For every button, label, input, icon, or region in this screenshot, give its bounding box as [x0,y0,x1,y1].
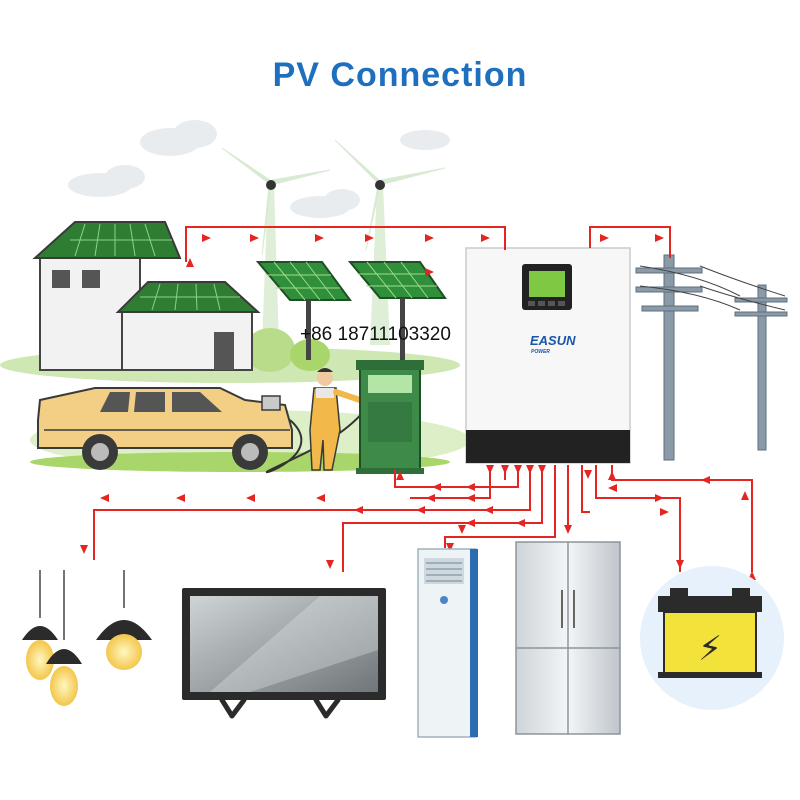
arrow-icon [446,543,454,552]
arrow-icon [466,519,475,527]
arrow-icon [608,484,617,492]
arrow-icon [432,483,441,491]
arrow-icon [250,234,259,242]
wire-lines [93,226,753,572]
charging-station-icon [356,360,424,474]
wind-turbine-icon [221,139,446,345]
solar-panel-icon [255,261,447,362]
arrow-icon [425,268,434,276]
lightning-icon: ⚡ [698,629,722,669]
inverter-brand: EASUN [530,333,576,348]
arrow-icon [466,483,475,491]
arrow-icon [426,494,435,502]
arrow-icon [315,234,324,242]
air-conditioner-icon [417,548,478,738]
car-icon [37,387,293,470]
refrigerator-icon [515,541,621,735]
arrow-icon [100,494,109,502]
arrow-icon [202,234,211,242]
worker-icon [309,368,363,471]
arrow-icon [741,491,749,500]
phone-number: +86 18711103320 [300,324,451,345]
arrow-group [80,234,756,580]
arrow-icon [608,471,616,480]
arrow-icon [466,494,475,502]
arrow-icon [514,465,522,474]
arrow-icon [186,258,194,267]
house-icon [32,221,261,371]
arrow-icon [655,234,664,242]
arrow-icon [354,506,363,514]
arrow-icon [655,494,664,502]
arrow-icon [80,545,88,554]
arrow-icon [600,234,609,242]
arrow-icon [526,465,534,474]
arrow-icon [501,465,509,474]
arrow-icon [326,560,334,569]
arrow-icon [176,494,185,502]
arrow-icon [246,494,255,502]
arrow-icon [425,234,434,242]
arrow-icon [701,476,710,484]
arrow-icon [660,508,669,516]
arrow-icon [481,234,490,242]
arrow-icon [484,506,493,514]
page-title: PV Connection [272,56,528,94]
power-pole-icon [635,254,788,461]
inverter-icon [465,247,631,464]
inverter-brand-sub: POWER [531,349,550,355]
pendant-lamp-icon [22,570,152,706]
battery-icon [640,566,784,710]
tv-icon [182,588,386,719]
arrow-icon [416,506,425,514]
arrow-icon [458,525,466,534]
arrow-icon [365,234,374,242]
arrow-icon [486,465,494,474]
cloud-icon [68,120,450,218]
arrow-icon [676,560,684,569]
arrow-icon [516,519,525,527]
arrow-icon [396,471,404,480]
arrow-icon [316,494,325,502]
arrow-icon [538,465,546,474]
arrow-icon [584,470,592,479]
arrow-icon [564,525,572,534]
